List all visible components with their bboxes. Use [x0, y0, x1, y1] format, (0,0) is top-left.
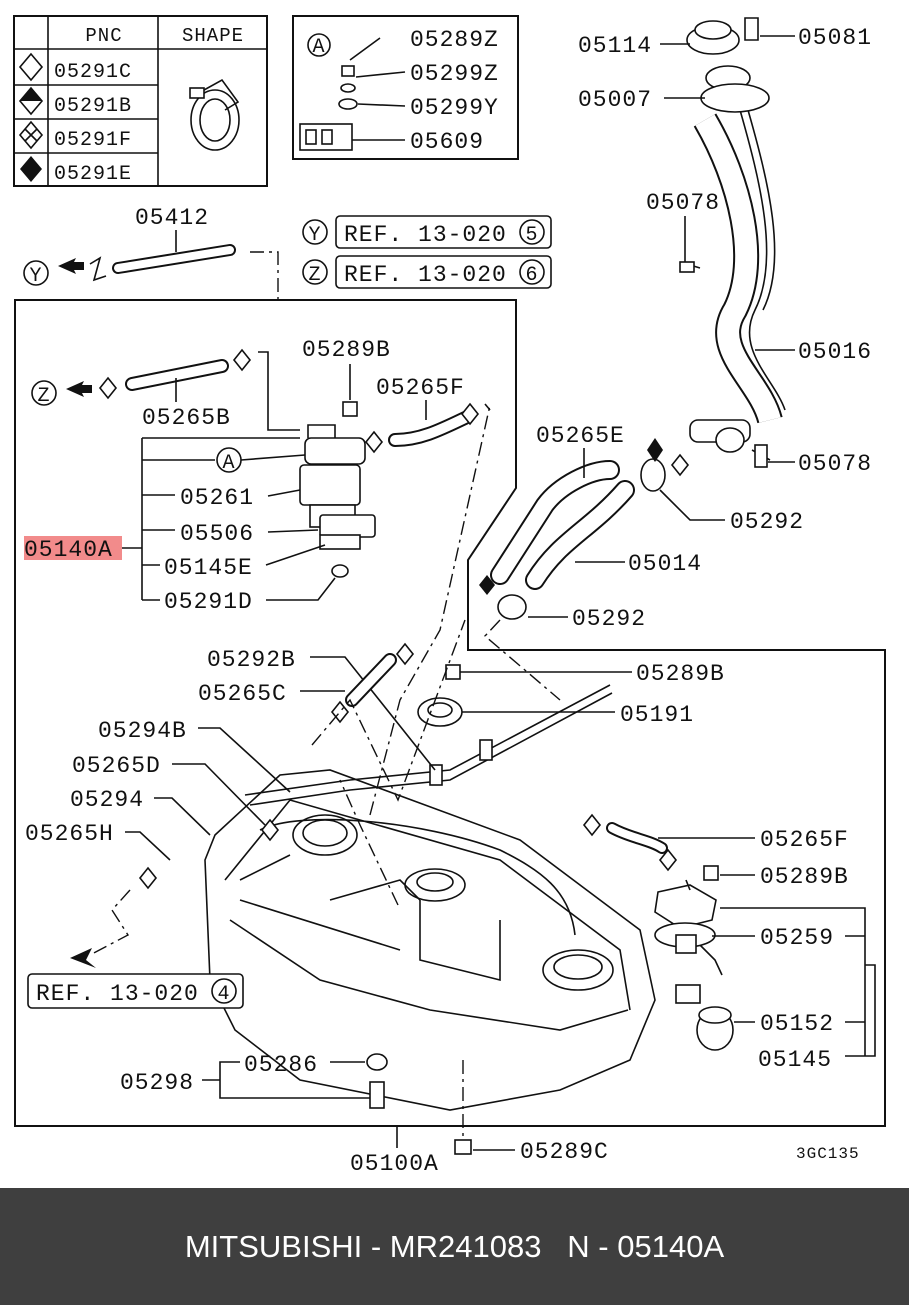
part-number-footer: MITSUBISHI - MR241083 N - 05140A — [0, 1188, 909, 1305]
hose-clamp-icon — [189, 78, 240, 151]
label-05265h: 05265H — [25, 821, 114, 847]
label-05145: 05145 — [758, 1047, 832, 1073]
label-05292-upper: 05292 — [730, 509, 804, 535]
washer-icon — [340, 83, 356, 93]
main-assembly-frame — [14, 299, 886, 1127]
legend-header-pnc: PNC — [85, 25, 122, 47]
diamond-icon — [460, 402, 480, 426]
label-05081: 05081 — [798, 25, 872, 51]
clamp-icon — [640, 458, 666, 492]
highlight-05140a — [24, 536, 122, 560]
z-marker: Z — [37, 385, 50, 408]
svg-text:Y: Y — [308, 224, 321, 247]
label-05265f-top: 05265F — [376, 375, 465, 401]
label-05014: 05014 — [628, 551, 702, 577]
fuel-tank — [204, 684, 656, 1111]
parts-diagram: PNC SHAPE 05291C 05291B 05291F 05291E A … — [13, 15, 886, 1177]
filler-neck-assembly — [679, 17, 786, 468]
hose-05412 — [112, 244, 236, 274]
label-05265b: 05265B — [142, 405, 231, 431]
washer-icon — [338, 98, 358, 110]
label-05289c: 05289C — [520, 1139, 609, 1165]
legend-row-2: 05291B — [54, 95, 132, 118]
label-05265e: 05265E — [536, 423, 625, 449]
label-05289b-mid: 05289B — [636, 661, 725, 687]
label-05145e: 05145E — [164, 555, 253, 581]
label-05016: 05016 — [798, 339, 872, 365]
ref-y-num: 5 — [525, 224, 538, 247]
legend-table: PNC SHAPE 05291C 05291B 05291F 05291E — [13, 15, 268, 187]
label-05259: 05259 — [760, 925, 834, 951]
diamond-icon — [364, 430, 384, 454]
label-05140a[interactable]: 05140A — [24, 537, 113, 563]
label-05265d: 05265D — [72, 753, 161, 779]
label-05291d: 05291D — [164, 589, 253, 615]
label-05100a: 05100A — [350, 1151, 439, 1177]
ref-y-text: REF. 13-020 — [344, 222, 507, 248]
label-05265f-right: 05265F — [760, 827, 849, 853]
legend-row-4: 05291E — [54, 163, 132, 186]
label-05506: 05506 — [180, 521, 254, 547]
hose-05014 — [525, 480, 635, 590]
arrow-left-icon — [66, 381, 92, 397]
ref-y[interactable]: Y REF. 13-020 5 — [302, 215, 552, 249]
y-marker: Y — [29, 265, 42, 288]
hose-05265f — [388, 411, 472, 447]
detail-a-part-05299z: 05299Z — [410, 61, 499, 87]
legend-row-1: 05291C — [54, 61, 132, 84]
hose-05265c — [345, 653, 397, 707]
ref-4-num: 4 — [217, 983, 230, 1006]
label-05152: 05152 — [760, 1011, 834, 1037]
hose-05265e — [490, 460, 620, 585]
label-05294: 05294 — [70, 787, 144, 813]
label-05292b: 05292B — [207, 647, 296, 673]
diagram-code: 3GC135 — [796, 1145, 860, 1163]
nut-icon — [341, 65, 355, 77]
label-05078-top: 05078 — [646, 190, 720, 216]
label-05078-right: 05078 — [798, 451, 872, 477]
detail-a-part-05289z: 05289Z — [410, 27, 499, 53]
label-05191: 05191 — [620, 702, 694, 728]
nut-icon — [342, 401, 358, 417]
detail-a-part-05609: 05609 — [410, 129, 484, 155]
ref-4[interactable]: REF. 13-020 4 — [27, 973, 244, 1009]
label-05298: 05298 — [120, 1070, 194, 1096]
ref-4-text: REF. 13-020 — [36, 981, 199, 1007]
diamond-open-icon — [18, 52, 44, 82]
label-05265c: 05265C — [198, 681, 287, 707]
diamond-icon — [232, 348, 252, 372]
fuel-pump-module — [299, 424, 376, 550]
label-05289b-right: 05289B — [760, 864, 849, 890]
label-05289b-top: 05289B — [302, 337, 391, 363]
legend-header-shape: SHAPE — [182, 25, 244, 47]
label-05292-lower: 05292 — [572, 606, 646, 632]
a-marker: A — [222, 452, 235, 475]
diamond-icon — [98, 376, 118, 400]
footer-text: MITSUBISHI - MR241083 N - 05140A — [184, 1228, 725, 1264]
label-05412: 05412 — [135, 205, 209, 231]
ref-z-text: REF. 13-020 — [344, 262, 507, 288]
label-05007: 05007 — [578, 87, 652, 113]
legend-row-3: 05291F — [54, 129, 132, 152]
detail-a-part-05299y: 05299Y — [410, 95, 499, 121]
label-05286: 05286 — [244, 1052, 318, 1078]
detail-a-marker: A — [312, 36, 325, 59]
clamp-icon — [497, 594, 527, 620]
detail-a-box: A 05289Z 05299Z 05299Y 05609 — [292, 15, 519, 160]
label-05114: 05114 — [578, 33, 652, 59]
svg-text:Z: Z — [308, 264, 321, 287]
diamond-solid-icon — [20, 156, 42, 182]
arrow-down-left-icon — [70, 948, 96, 968]
ref-z[interactable]: Z REF. 13-020 6 — [302, 255, 552, 289]
ref-z-num: 6 — [525, 264, 538, 287]
label-05294b: 05294B — [98, 718, 187, 744]
hose-05265f-lower — [606, 822, 668, 854]
arrow-left-icon — [58, 258, 84, 274]
fuel-sender-unit — [654, 879, 734, 1051]
label-05261: 05261 — [180, 485, 254, 511]
hose-05265b — [125, 359, 229, 391]
